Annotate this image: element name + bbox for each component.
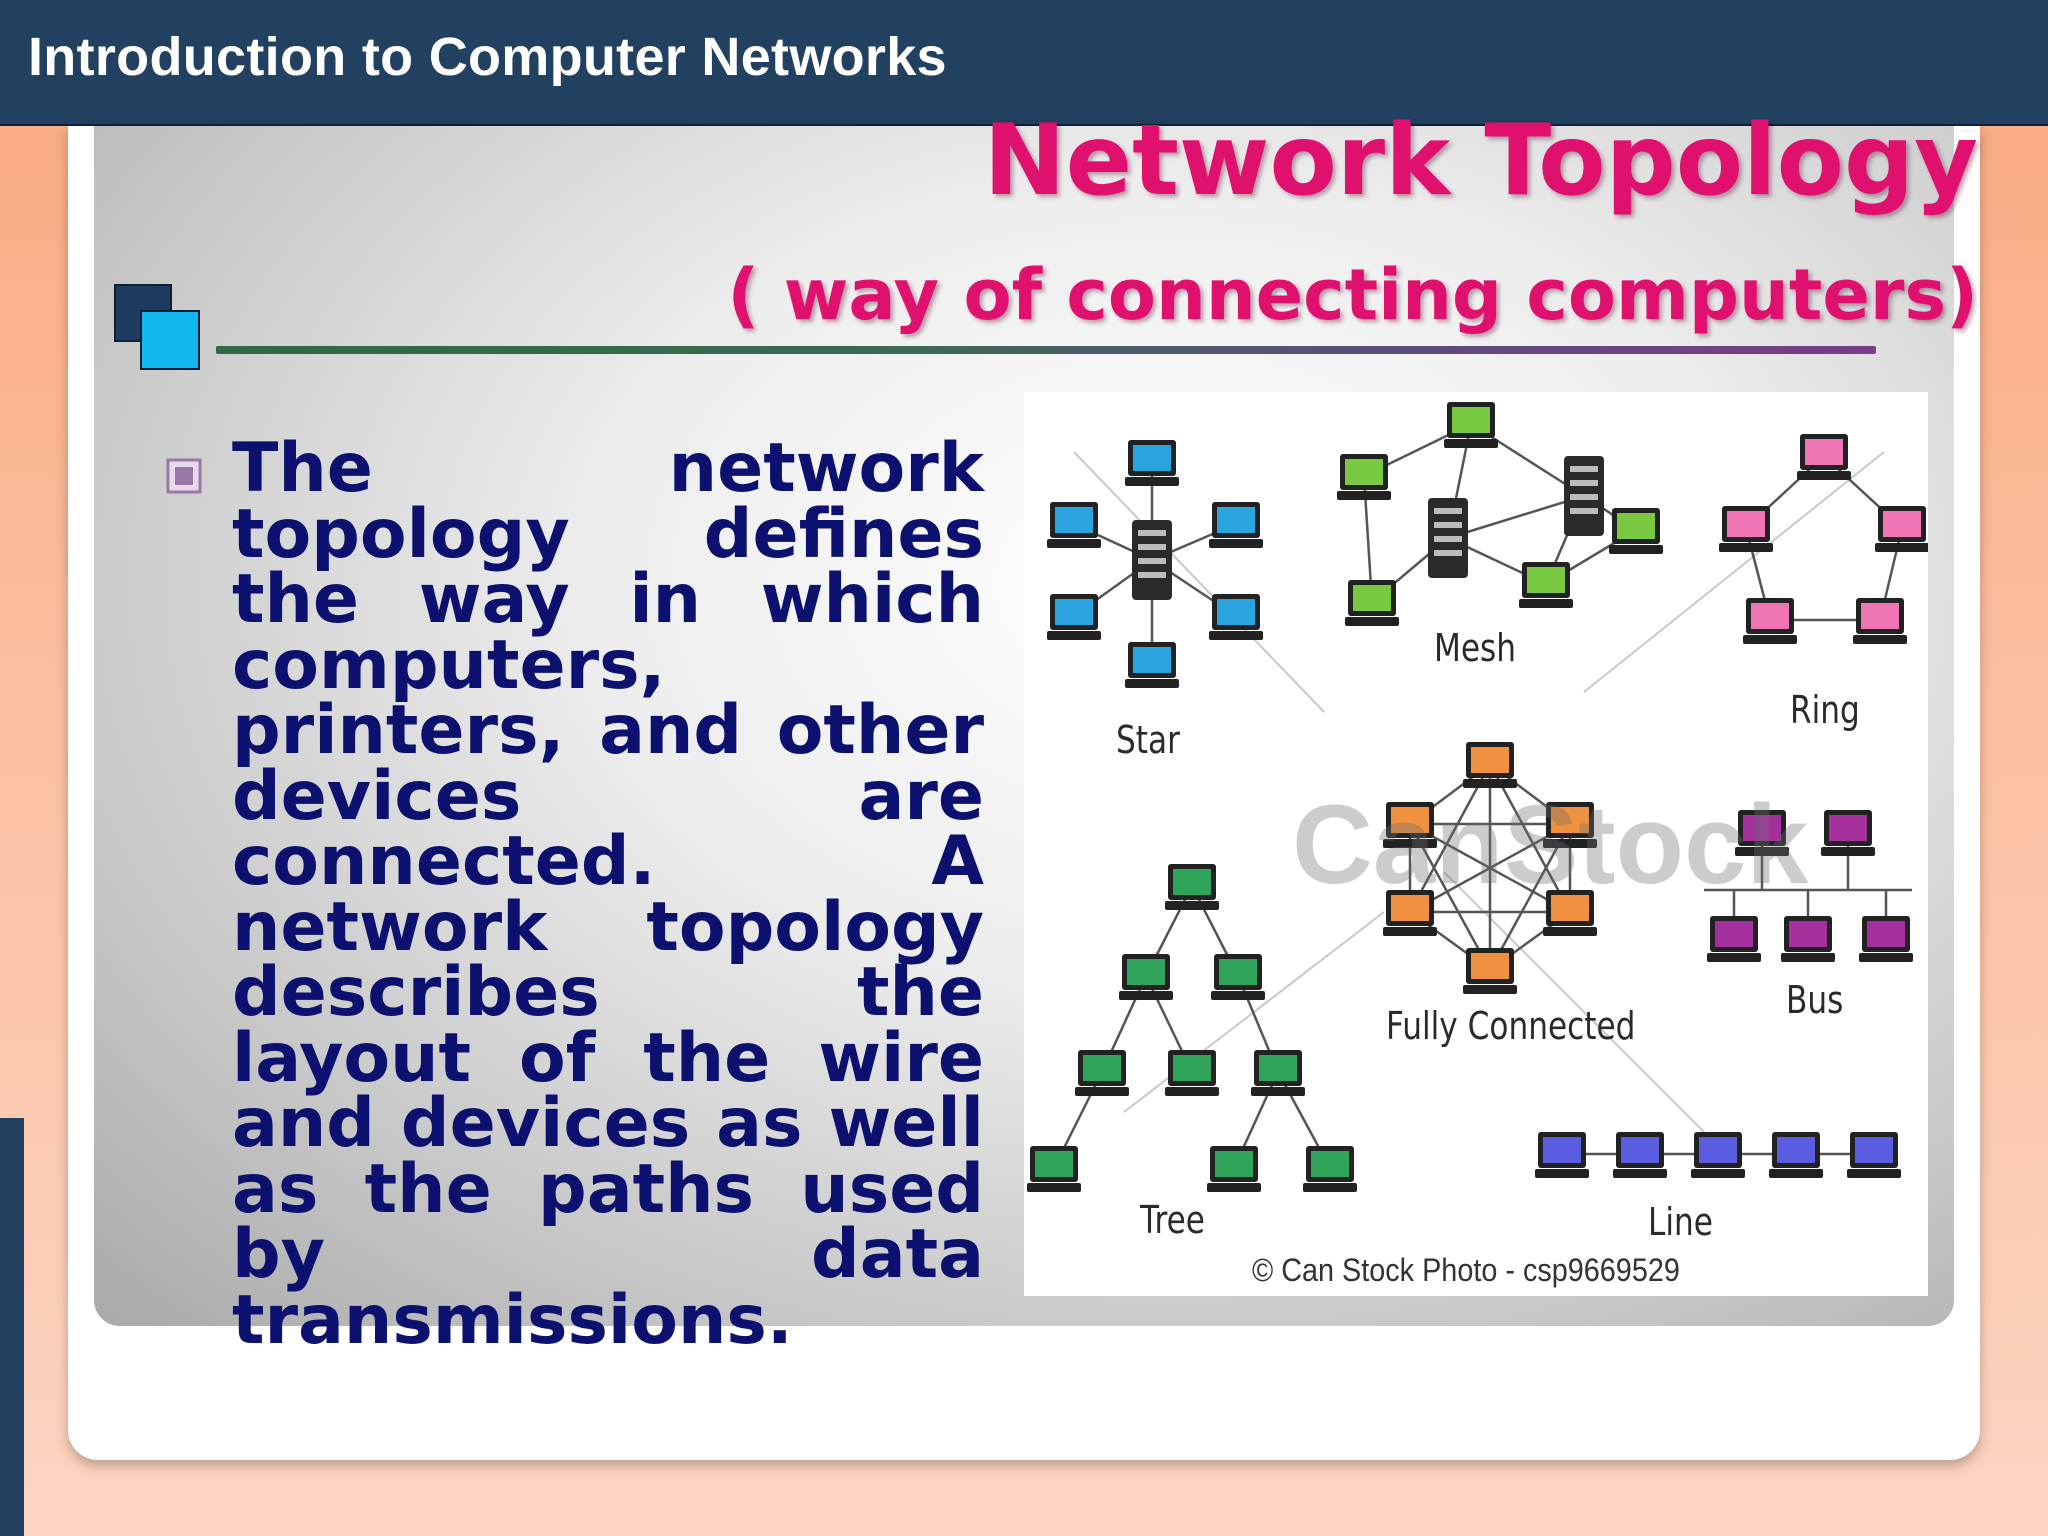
fully-connected-computer-icon — [1463, 742, 1517, 788]
fully-connected-computer-icon — [1383, 802, 1437, 848]
tree-computer-icon — [1075, 1050, 1129, 1096]
ring-computer-icon — [1743, 598, 1797, 644]
bullet-icon — [166, 458, 202, 494]
star-computer-icon — [1125, 642, 1179, 688]
decor-square-light — [140, 310, 200, 370]
star-computer-icon — [1125, 440, 1179, 486]
mesh-server-icon — [1564, 456, 1604, 536]
slide-subtitle: ( way of connecting computers) — [727, 254, 1978, 336]
title-divider — [216, 346, 1876, 354]
body-paragraph: The network topology defines the way in … — [232, 429, 984, 1360]
tree-computer-icon — [1165, 1050, 1219, 1096]
header-bar: Introduction to Computer Networks — [0, 0, 2048, 126]
tree-computer-icon — [1303, 1146, 1357, 1192]
label-bus: Bus — [1786, 978, 1844, 1022]
ring-computer-icon — [1719, 506, 1773, 552]
bus-computer-icon — [1821, 810, 1875, 856]
label-fully-connected: Fully Connected — [1386, 1004, 1636, 1048]
star-computer-icon — [1047, 502, 1101, 548]
bus-computer-icon — [1859, 916, 1913, 962]
label-mesh: Mesh — [1434, 626, 1517, 670]
ring-computer-icon — [1797, 434, 1851, 480]
tree-computer-icon — [1251, 1050, 1305, 1096]
line-computer-icon — [1769, 1132, 1823, 1178]
fully-connected-computer-icon — [1543, 890, 1597, 936]
fully-connected-link — [1488, 823, 1572, 971]
line-computer-icon — [1535, 1132, 1589, 1178]
bus-computer-icon — [1781, 916, 1835, 962]
fully-connected-link — [1408, 823, 1492, 971]
label-ring: Ring — [1790, 688, 1860, 732]
header-title: Introduction to Computer Networks — [28, 27, 947, 87]
topology-illustration — [1027, 402, 1928, 1192]
bus-computer-icon — [1735, 810, 1789, 856]
star-computer-icon — [1209, 502, 1263, 548]
fully-connected-link — [1408, 763, 1492, 913]
bus-computer-icon — [1707, 916, 1761, 962]
mesh-computer-icon — [1609, 508, 1663, 554]
watermark-text: CanStock — [1292, 782, 1809, 907]
star-computer-icon — [1047, 594, 1101, 640]
label-tree: Tree — [1140, 1198, 1205, 1242]
ring-computer-icon — [1875, 506, 1928, 552]
line-computer-icon — [1613, 1132, 1667, 1178]
fully-connected-computer-icon — [1543, 802, 1597, 848]
tree-computer-icon — [1207, 1146, 1261, 1192]
fully-connected-link — [1409, 822, 1571, 914]
label-star: Star — [1116, 718, 1180, 762]
tree-computer-icon — [1027, 1146, 1081, 1192]
mesh-computer-icon — [1519, 562, 1573, 608]
fully-connected-computer-icon — [1463, 948, 1517, 994]
left-accent-strip — [0, 1118, 24, 1536]
fully-connected-link — [1488, 763, 1572, 913]
star-computer-icon — [1209, 594, 1263, 640]
line-computer-icon — [1691, 1132, 1745, 1178]
ring-computer-icon — [1853, 598, 1907, 644]
mesh-link — [1447, 494, 1585, 540]
line-computer-icon — [1847, 1132, 1901, 1178]
tree-computer-icon — [1119, 954, 1173, 1000]
mesh-computer-icon — [1444, 402, 1498, 448]
fully-connected-computer-icon — [1383, 890, 1437, 936]
mesh-computer-icon — [1337, 454, 1391, 500]
tree-computer-icon — [1211, 954, 1265, 1000]
image-credit: © Can Stock Photo - csp9669529 — [1252, 1252, 1680, 1288]
label-line: Line — [1648, 1200, 1713, 1244]
star-hub-server-icon — [1132, 520, 1172, 600]
slide-title: Network Topology — [983, 104, 1978, 218]
mesh-server-icon — [1428, 498, 1468, 578]
tree-computer-icon — [1165, 864, 1219, 910]
mesh-computer-icon — [1345, 580, 1399, 626]
topology-diagram: CanStock Star Mesh Ring Fully Connected … — [1024, 392, 1928, 1296]
